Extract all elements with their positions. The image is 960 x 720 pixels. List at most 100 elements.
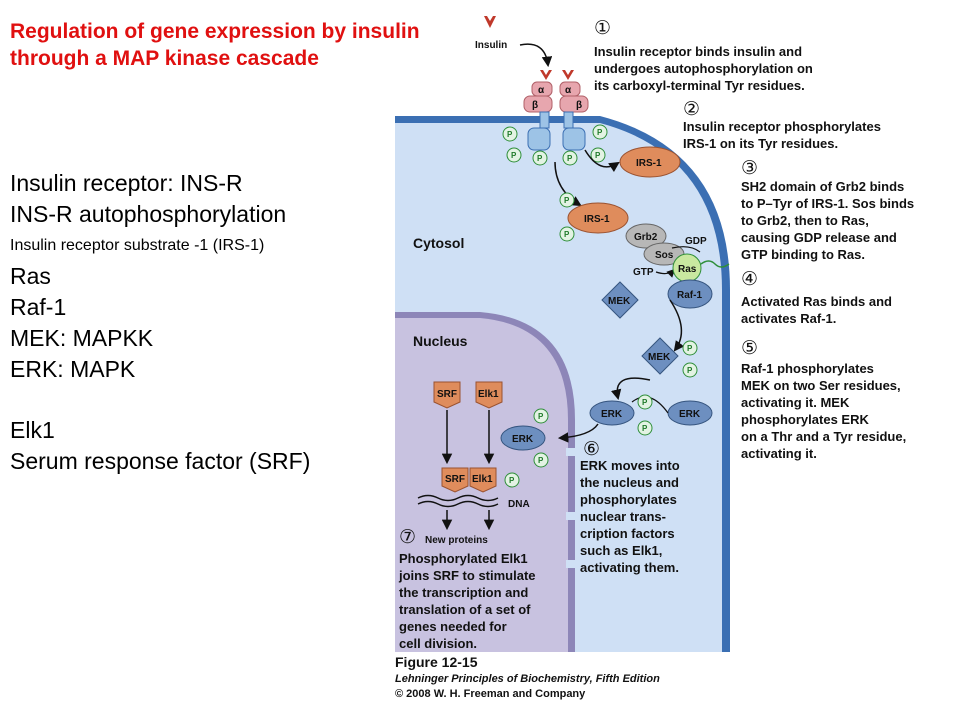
step-4: ④ Activated Ras binds and activates Raf-… (741, 269, 892, 326)
slide-title: Regulation of gene expression by insulin… (10, 20, 420, 70)
step-text: GTP binding to Ras. (741, 247, 865, 262)
step-text: undergoes autophosphorylation on (594, 61, 813, 76)
copyright-caption: © 2008 W. H. Freeman and Company (395, 688, 586, 700)
erk-label: ERK (679, 409, 701, 420)
phospho-label: P (507, 130, 513, 139)
step-1: ① Insulin receptor binds insulin and und… (594, 18, 813, 93)
phospho-label: P (567, 154, 573, 163)
beta-subunit-label: β (532, 100, 538, 111)
nucleus-label: Nucleus (413, 333, 468, 349)
step-text: Insulin receptor phosphorylates (683, 119, 881, 134)
step-3: ③ SH2 domain of Grb2 binds to P–Tyr of I… (741, 158, 914, 262)
step-text: translation of a set of (399, 602, 531, 617)
elk1-bound (469, 467, 497, 493)
note-irs1: Insulin receptor substrate -1 (IRS-1) (10, 237, 265, 254)
step-6: ⑥ ERK moves into the nucleus and phospho… (580, 439, 680, 575)
note-erk: ERK: MAPK (10, 356, 136, 382)
phospho-label: P (538, 412, 544, 421)
phospho-label: P (687, 366, 693, 375)
note-mek: MEK: MAPKK (10, 325, 154, 351)
dna-strand (417, 500, 499, 508)
step-text: IRS-1 on its Tyr residues. (683, 136, 838, 151)
elk1-label: Elk1 (472, 474, 493, 485)
cytosol-label: Cytosol (413, 235, 464, 251)
irs1-label: IRS-1 (636, 158, 662, 169)
srf-label: SRF (445, 474, 465, 485)
step-number: ④ (741, 269, 758, 290)
erk-nuclear (500, 425, 546, 451)
step-2: ② Insulin receptor phosphorylates IRS-1 … (683, 99, 881, 151)
step-text: Raf-1 phosphorylates (741, 361, 874, 376)
note-srf: Serum response factor (SRF) (10, 448, 311, 474)
step-number: ⑦ (399, 527, 416, 548)
phospho-label: P (597, 128, 603, 137)
phospho-label: P (511, 151, 517, 160)
irs1-phosphorylated (567, 202, 629, 234)
mek-protein (601, 281, 639, 319)
new-proteins-label: New proteins (425, 535, 488, 546)
step-text: genes needed for (399, 619, 507, 634)
erk-label: ERK (601, 409, 623, 420)
step-text: joins SRF to stimulate (398, 568, 536, 583)
step-text: cription factors (580, 526, 675, 541)
phospho-label: P (642, 424, 648, 433)
step-text: nuclear trans- (580, 509, 666, 524)
nuclear-pore (566, 560, 578, 568)
step-text: to Grb2, then to Ras, (741, 213, 869, 228)
step-text: Activated Ras binds and (741, 294, 892, 309)
alpha-subunit-label: α (565, 85, 572, 96)
bound-insulin-icon (540, 70, 552, 80)
sos-label: Sos (655, 250, 674, 261)
dna-strand (417, 494, 499, 502)
book-caption: Lehninger Principles of Biochemistry, Fi… (395, 673, 660, 685)
phospho-label: P (537, 154, 543, 163)
bound-insulin-icon (562, 70, 574, 80)
step-number: ① (594, 18, 611, 39)
mek-label: MEK (648, 352, 671, 363)
notes-list: Insulin receptor: INS-R INS-R autophosph… (10, 168, 402, 477)
irs1-protein (619, 146, 681, 178)
step-text: cell division. (399, 636, 477, 651)
step-text: the nucleus and (580, 475, 679, 490)
step-number: ⑥ (583, 439, 600, 460)
step-text: to P–Tyr of IRS-1. Sos binds (741, 196, 914, 211)
phospho-label: P (564, 230, 570, 239)
step-text: phosphorylates ERK (741, 412, 869, 427)
step-number: ② (683, 99, 700, 120)
step-text: activating them. (580, 560, 679, 575)
grb2-protein (625, 223, 667, 249)
note-autophosphorylation: INS-R autophosphorylation (10, 201, 287, 227)
mek-label: MEK (608, 296, 631, 307)
receptor-phospho-groups: P P P P P P (502, 124, 608, 166)
step-text: on a Thr and a Tyr residue, (741, 429, 906, 444)
raf1-label: Raf-1 (677, 290, 702, 301)
srf-label: SRF (437, 389, 457, 400)
gdp-label: GDP (685, 236, 707, 247)
dna-label: DNA (508, 499, 530, 510)
step-number: ⑤ (741, 338, 758, 359)
figure-caption: Figure 12-15 (395, 654, 478, 670)
step-7: ⑦ Phosphorylated Elk1 joins SRF to stimu… (398, 527, 536, 651)
step-text: the transcription and (399, 585, 528, 600)
gtp-label: GTP (633, 267, 654, 278)
step-text: phosphorylates (580, 492, 677, 507)
phospho-label: P (509, 476, 515, 485)
membrane-anchor (700, 260, 730, 268)
nuclear-pore (566, 512, 578, 520)
srf-bound (441, 467, 469, 493)
insulin-receptor: α α β β (523, 70, 589, 151)
nuclear-pore (566, 448, 578, 456)
note-elk1: Elk1 (10, 417, 55, 443)
step-text: its carboxyl-terminal Tyr residues. (594, 78, 805, 93)
step-text: Phosphorylated Elk1 (399, 551, 528, 566)
irs1-label: IRS-1 (584, 214, 610, 225)
step-5: ⑤ Raf-1 phosphorylates MEK on two Ser re… (741, 338, 906, 461)
raf1-protein (667, 279, 713, 309)
step-text: activating it. MEK (741, 395, 850, 410)
step-text: causing GDP release and (741, 230, 897, 245)
step-number: ③ (741, 158, 758, 179)
erk-phosphorylated (589, 400, 635, 426)
alpha-subunit-label: α (538, 85, 545, 96)
step-text: such as Elk1, (580, 543, 662, 558)
